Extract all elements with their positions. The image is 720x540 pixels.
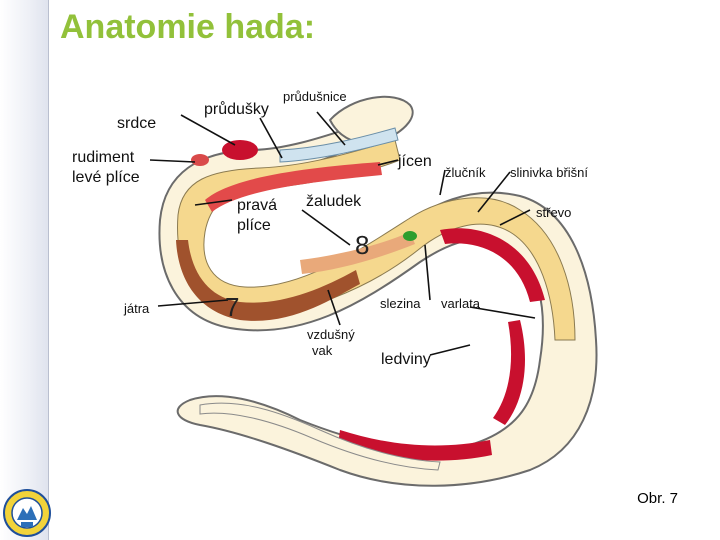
label-ledviny: ledviny (381, 351, 431, 368)
heart (222, 140, 258, 160)
label-jicen: jícen (398, 153, 432, 170)
label-prava: pravá (237, 197, 278, 214)
left-decorative-bar (0, 0, 49, 540)
label-rudiment: rudiment (72, 149, 135, 166)
label-prudusnice: průdušnice (283, 89, 347, 104)
body-fat-layer (177, 139, 576, 341)
intestine (440, 228, 545, 302)
label-plice: plíce (237, 217, 271, 234)
label-jatra: játra (124, 301, 150, 316)
pointer-lines (149, 111, 536, 356)
label-strevo: střevo (536, 205, 572, 220)
page-title: Anatomie hada: (60, 8, 316, 46)
label-prudusky: průdušky (204, 101, 269, 118)
label-slinivka: slinivka břišní (510, 165, 589, 180)
label-srdce: srdce (117, 115, 157, 132)
label-vak: vak (312, 343, 333, 358)
figure-caption: Obr. 7 (637, 490, 678, 507)
stomach (300, 232, 415, 274)
gallbladder (403, 231, 417, 241)
label-vzdusny: vzdušný (307, 327, 355, 342)
label-varlata: varlata (441, 296, 481, 311)
label-leve-plice: levé plíce (72, 169, 140, 186)
figure-number-eight: 8 (355, 230, 370, 260)
figure-number-seven: 7 (225, 292, 240, 322)
trachea (279, 127, 399, 163)
label-slezina: slezina (380, 296, 421, 311)
right-lung (205, 162, 382, 212)
snake-tail (199, 402, 441, 471)
testis (493, 320, 525, 425)
label-zaludek: žaludek (306, 193, 362, 210)
school-emblem-icon (3, 489, 51, 537)
label-zlucnik: žlučník (445, 165, 486, 180)
left-lung-rudiment (191, 154, 209, 166)
